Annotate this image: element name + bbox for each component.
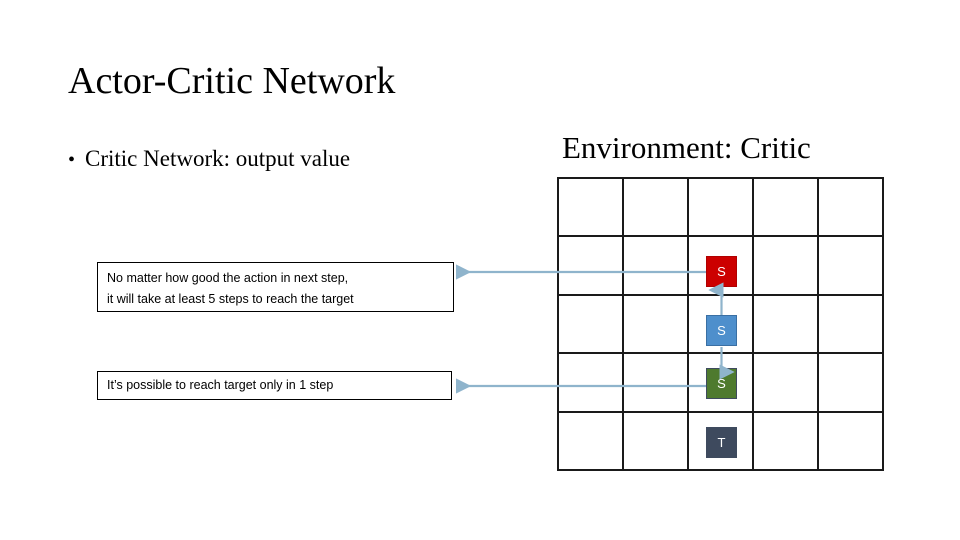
grid-cell (624, 179, 689, 238)
grid-cell (559, 354, 624, 413)
grid-cell (559, 179, 624, 238)
grid-cell (819, 412, 884, 471)
callout-one-step: It’s possible to reach target only in 1 … (97, 371, 452, 400)
grid-cell (819, 295, 884, 355)
callout-line-2: it will take at least 5 steps to reach t… (107, 292, 354, 306)
grid-cell (819, 237, 884, 296)
token-state-green: S (706, 368, 737, 399)
grid-cell (624, 354, 689, 413)
grid-cell (624, 237, 689, 296)
token-label: S (717, 264, 726, 279)
bullet-item-label: Critic Network: output value (85, 146, 351, 171)
grid-cell (624, 295, 689, 355)
bullet-point-icon: • (68, 149, 76, 171)
token-target: T (706, 427, 737, 458)
grid-cell (754, 412, 819, 471)
grid-cell (754, 295, 819, 355)
grid-cell (754, 179, 819, 238)
bullet-item-critic-network: • Critic Network: output value (68, 144, 350, 175)
callout-line-1: It’s possible to reach target only in 1 … (107, 378, 334, 392)
grid-cell (689, 179, 754, 238)
grid-cell (559, 237, 624, 296)
grid-cell (689, 412, 754, 471)
token-state-red: S (706, 256, 737, 287)
token-label: S (717, 376, 726, 391)
page-title: Actor-Critic Network (68, 60, 396, 102)
grid-cell (689, 354, 754, 413)
token-label: T (717, 435, 726, 450)
grid-cell (559, 295, 624, 355)
grid-cell (754, 237, 819, 296)
grid-cell (754, 354, 819, 413)
token-label: S (717, 323, 726, 338)
token-state-blue: S (706, 315, 737, 346)
grid-cell (624, 412, 689, 471)
grid-cell (559, 412, 624, 471)
callout-line-1: No matter how good the action in next st… (107, 271, 349, 285)
grid-cell (819, 179, 884, 238)
environment-grid (557, 177, 884, 471)
grid-cell (819, 354, 884, 413)
callout-five-steps: No matter how good the action in next st… (97, 262, 454, 312)
environment-heading: Environment: Critic (562, 130, 811, 165)
